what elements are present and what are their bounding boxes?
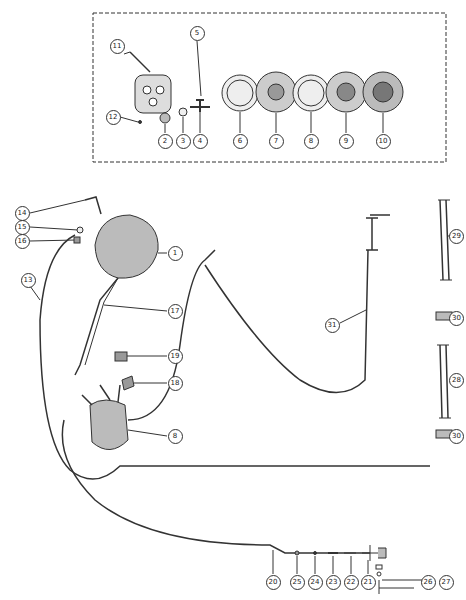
callout-number: 10 (376, 134, 391, 149)
callout-number: 30 (449, 429, 464, 444)
small-parts (295, 545, 422, 594)
high-tension-lead (40, 235, 430, 479)
cable-31 (205, 215, 390, 393)
callout-number: 7 (269, 134, 284, 149)
callout-number: 26 (421, 575, 436, 590)
callout-number: 18 (168, 376, 183, 391)
callout-number: 4 (193, 134, 208, 149)
callout-number: 6 (233, 134, 248, 149)
callout-number: 27 (439, 575, 454, 590)
callout-number: 3 (176, 134, 191, 149)
callout-number: 20 (266, 575, 281, 590)
callout-number: 17 (168, 304, 183, 319)
callout-number: 1 (168, 246, 183, 261)
callout-number: 21 (361, 575, 376, 590)
ignition-coil (85, 197, 167, 278)
callout-number: 11 (110, 39, 125, 54)
callout-number: 16 (15, 234, 30, 249)
callout-number: 8 (304, 134, 319, 149)
callout-number: 8 (168, 429, 183, 444)
callout-number: 31 (325, 318, 340, 333)
callout-number: 9 (339, 134, 354, 149)
callout-number: 25 (290, 575, 305, 590)
callout-number: 5 (190, 26, 205, 41)
callout-number: 29 (449, 229, 464, 244)
callout-number: 23 (326, 575, 341, 590)
distributor (82, 385, 167, 450)
callout-number: 22 (344, 575, 359, 590)
callout-number: 15 (15, 220, 30, 235)
callout-number: 13 (21, 273, 36, 288)
callout-number: 12 (106, 110, 121, 125)
inset-parts (120, 41, 403, 133)
callout-number: 2 (158, 134, 173, 149)
callout-number: 14 (15, 206, 30, 221)
callout-number: 24 (308, 575, 323, 590)
callout-number: 30 (449, 311, 464, 326)
callout-number: 19 (168, 349, 183, 364)
inset-frame (93, 13, 446, 162)
callout-number: 28 (449, 373, 464, 388)
